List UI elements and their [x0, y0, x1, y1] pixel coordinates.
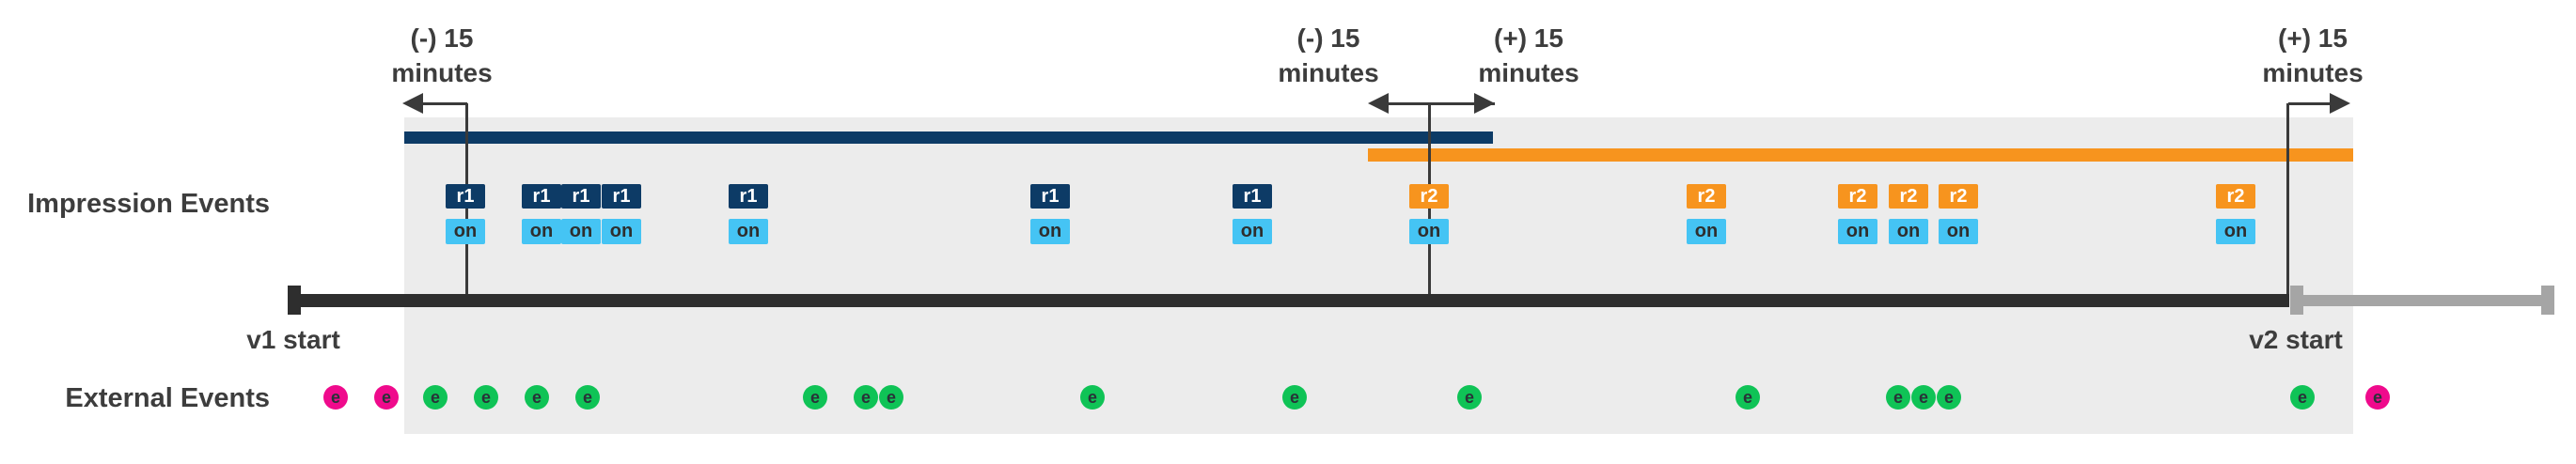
impression-event-r2: r2 on: [1889, 184, 1928, 244]
v2-timeline-bar: [2291, 295, 2554, 306]
on-state-badge: on: [1687, 219, 1726, 244]
external-event-magenta: e: [2365, 385, 2390, 410]
annotation-line2: minutes: [1478, 58, 1579, 87]
annotation-line1: (-) 15: [410, 23, 474, 53]
v1-start-label: v1 start: [246, 325, 340, 354]
r1-badge: r1: [729, 184, 768, 209]
annotation-overlap-plus-15: (+) 15 minutes: [1416, 21, 1641, 90]
r1-badge: r1: [602, 184, 641, 209]
experiment-window-panel: [404, 117, 2353, 434]
external-event-green: e: [1736, 385, 1760, 410]
impression-event-r2: r2 on: [1838, 184, 1877, 244]
impression-event-r2: r2 on: [2216, 184, 2255, 244]
r1-badge: r1: [561, 184, 601, 209]
on-state-badge: on: [1030, 219, 1070, 244]
on-state-badge: on: [729, 219, 768, 244]
on-state-badge: on: [2216, 219, 2255, 244]
external-event-green: e: [525, 385, 549, 410]
external-event-green: e: [1282, 385, 1307, 410]
external-event-green: e: [1886, 385, 1910, 410]
r1-badge: r1: [1030, 184, 1070, 209]
r2-badge: r2: [1889, 184, 1928, 209]
annotation-line2: minutes: [1278, 58, 1379, 87]
r2-window-bar: [1368, 148, 2353, 162]
impression-event-r1: r1 on: [729, 184, 768, 244]
external-events-label: External Events: [65, 383, 270, 413]
annotation-line2: minutes: [391, 58, 493, 87]
impression-event-r2: r2 on: [1939, 184, 1978, 244]
r1-badge: r1: [446, 184, 485, 209]
left-arrowhead-icon: [1368, 93, 1389, 114]
annotation-line2: minutes: [2262, 58, 2364, 87]
r1-window-bar: [404, 131, 1493, 144]
external-event-green: e: [1911, 385, 1936, 410]
r2-badge: r2: [1838, 184, 1877, 209]
v1-timeline-bar: [291, 294, 2289, 307]
external-event-green: e: [2290, 385, 2315, 410]
on-state-badge: on: [1889, 219, 1928, 244]
external-event-green: e: [803, 385, 827, 410]
annotation-v1-minus-15: (-) 15 minutes: [329, 21, 555, 90]
right-arrowhead-icon: [1474, 93, 1495, 114]
on-state-badge: on: [1409, 219, 1449, 244]
external-event-green: e: [474, 385, 498, 410]
overlap-arrow-shaft: [1373, 102, 1495, 105]
r2-badge: r2: [1687, 184, 1726, 209]
impression-event-r2: r2 on: [1687, 184, 1726, 244]
external-event-green: e: [1080, 385, 1105, 410]
impression-events-label: Impression Events: [27, 189, 270, 219]
on-state-badge: on: [522, 219, 561, 244]
external-event-green: e: [854, 385, 878, 410]
impression-event-r1: r1 on: [1030, 184, 1070, 244]
impression-event-r1: r1 on: [522, 184, 561, 244]
v1-minus-15-arrow-shaft: [406, 102, 467, 105]
external-event-green: e: [423, 385, 448, 410]
r2-badge: r2: [1409, 184, 1449, 209]
annotation-line1: (+) 15: [2278, 23, 2348, 53]
v2-plus-15-arrow-shaft: [2288, 102, 2347, 105]
on-state-badge: on: [1939, 219, 1978, 244]
impression-event-r1: r1 on: [1233, 184, 1272, 244]
annotation-line1: (+) 15: [1494, 23, 1563, 53]
on-state-badge: on: [1233, 219, 1272, 244]
left-arrowhead-icon: [402, 93, 423, 114]
external-event-magenta: e: [374, 385, 399, 410]
external-event-green: e: [879, 385, 903, 410]
annotation-overlap-minus-15: (-) 15 minutes: [1216, 21, 1441, 90]
impression-event-r2: r2 on: [1409, 184, 1449, 244]
external-event-magenta: e: [323, 385, 348, 410]
r1-badge: r1: [1233, 184, 1272, 209]
impression-event-r1: r1 on: [602, 184, 641, 244]
timeline-end-marker: [2541, 286, 2554, 315]
r2-badge: r2: [1939, 184, 1978, 209]
v1-start-marker: [288, 286, 301, 315]
external-event-green: e: [1937, 385, 1961, 410]
external-event-green: e: [1457, 385, 1482, 410]
v2-start-label: v2 start: [2249, 325, 2343, 354]
impression-event-r1: r1 on: [561, 184, 601, 244]
on-state-badge: on: [561, 219, 601, 244]
on-state-badge: on: [1838, 219, 1877, 244]
r1-badge: r1: [522, 184, 561, 209]
v2-start-marker: [2290, 286, 2303, 315]
annotation-v2-plus-15: (+) 15 minutes: [2200, 21, 2426, 90]
on-state-badge: on: [602, 219, 641, 244]
right-arrowhead-icon: [2330, 93, 2350, 114]
v2-start-marker-line: [2286, 103, 2289, 294]
on-state-badge: on: [446, 219, 485, 244]
external-event-green: e: [575, 385, 600, 410]
r2-badge: r2: [2216, 184, 2255, 209]
impression-event-r1: r1 on: [446, 184, 485, 244]
annotation-line1: (-) 15: [1296, 23, 1360, 53]
